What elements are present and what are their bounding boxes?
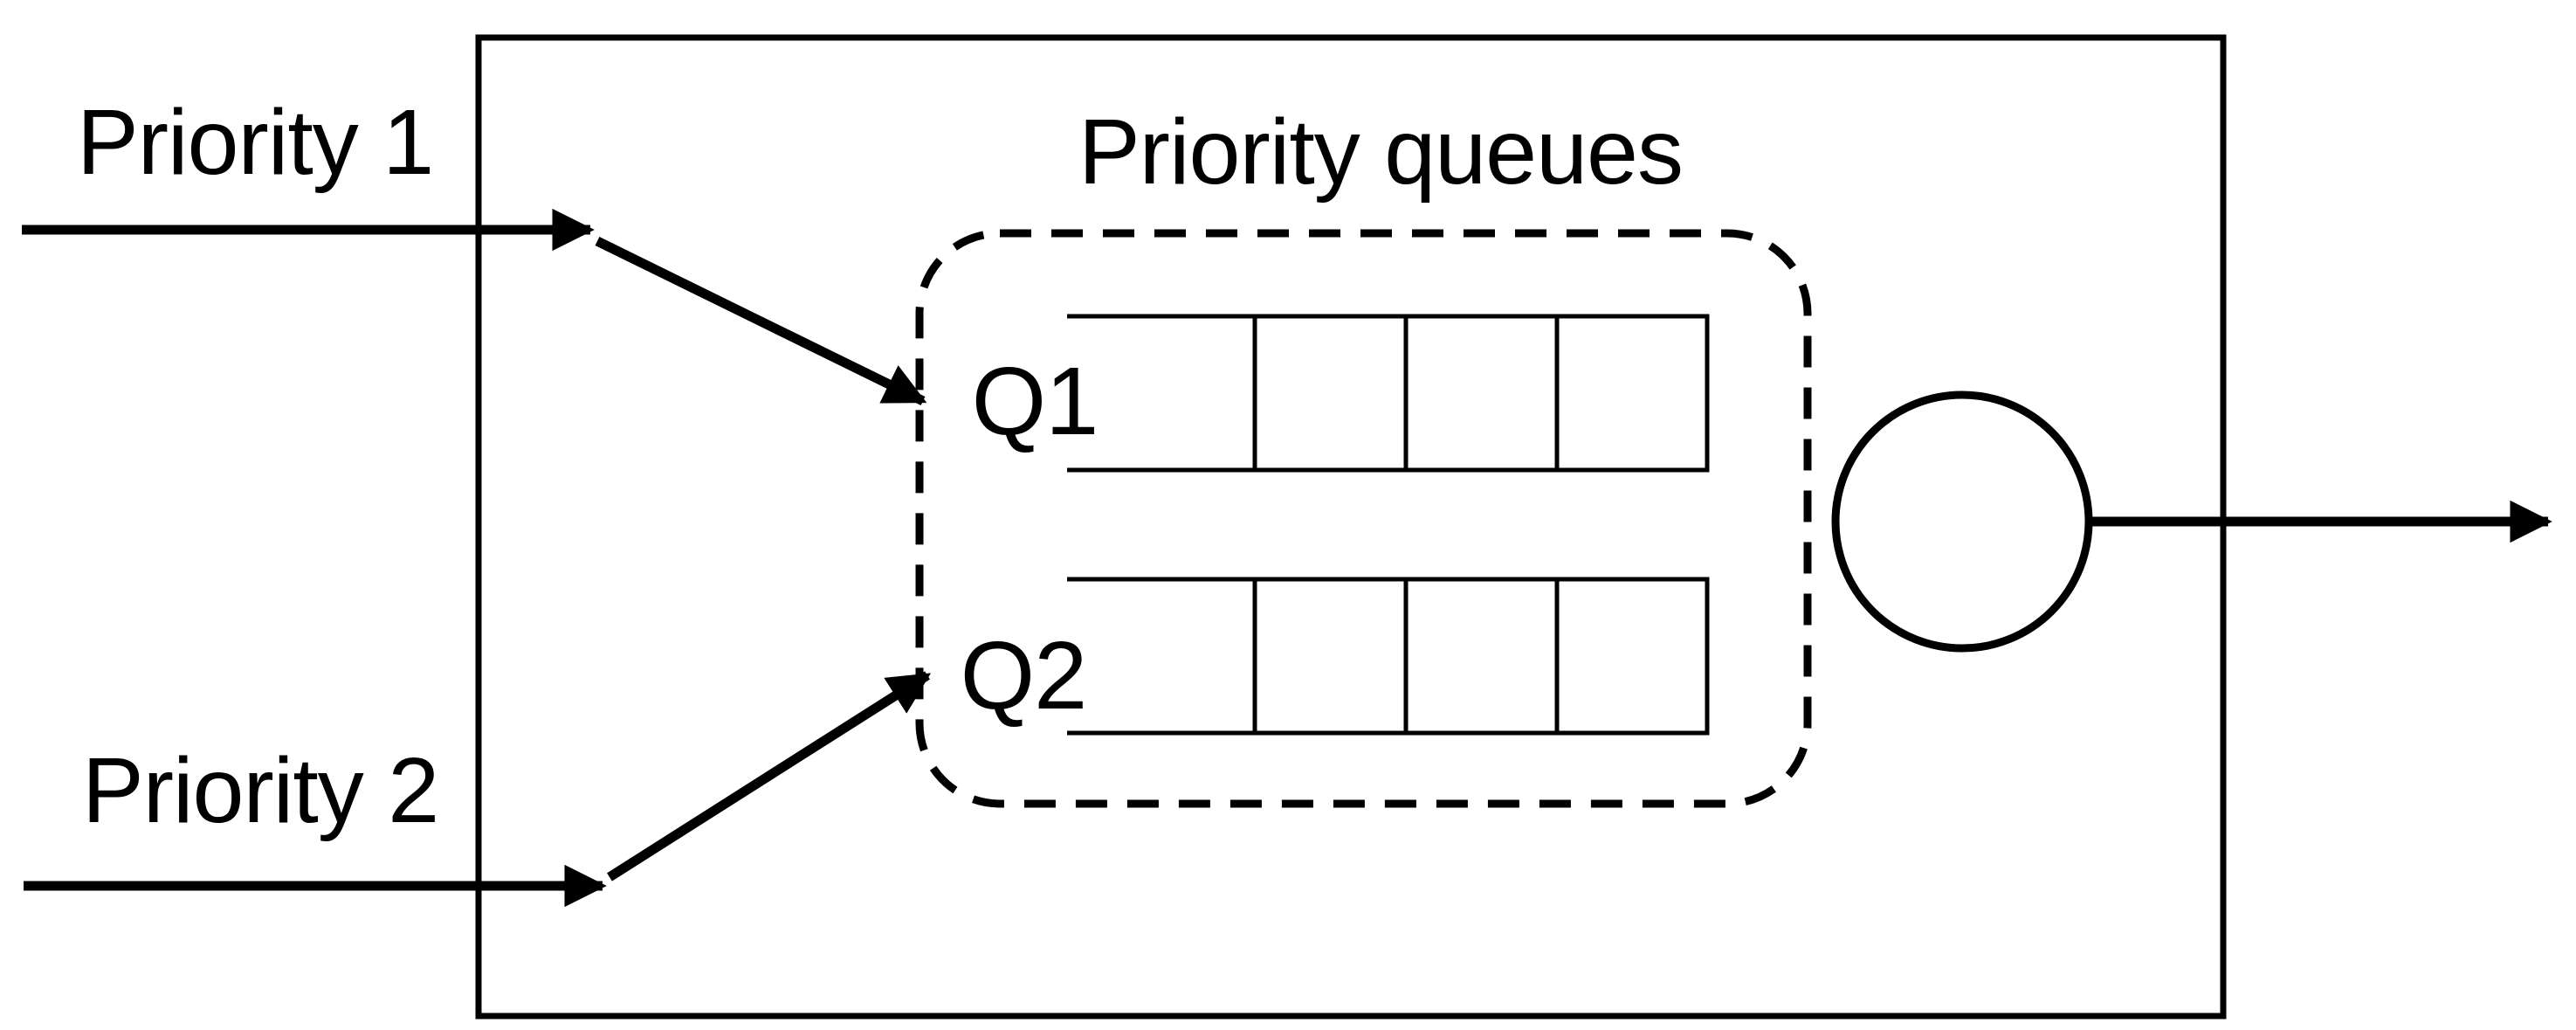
server-circle [1831, 391, 2093, 653]
priority-queues-container [915, 229, 1812, 808]
priority1-label: Priority 1 [77, 91, 433, 194]
priority-queues-title: Priority queues [1078, 100, 1683, 204]
queue-q1: Q1 [972, 314, 1710, 473]
queue-q1-outline [1067, 314, 1710, 473]
priority1-routing-arrow [595, 237, 927, 405]
priority2-label: Priority 2 [82, 739, 438, 842]
queue-q2: Q2 [961, 577, 1710, 736]
system-boundary-box [475, 34, 2227, 1020]
queue-q2-label: Q2 [961, 622, 1087, 729]
queue-q2-outline [1067, 577, 1710, 736]
queue-q1-label: Q1 [972, 348, 1099, 455]
priority2-routing-arrow [607, 671, 932, 881]
